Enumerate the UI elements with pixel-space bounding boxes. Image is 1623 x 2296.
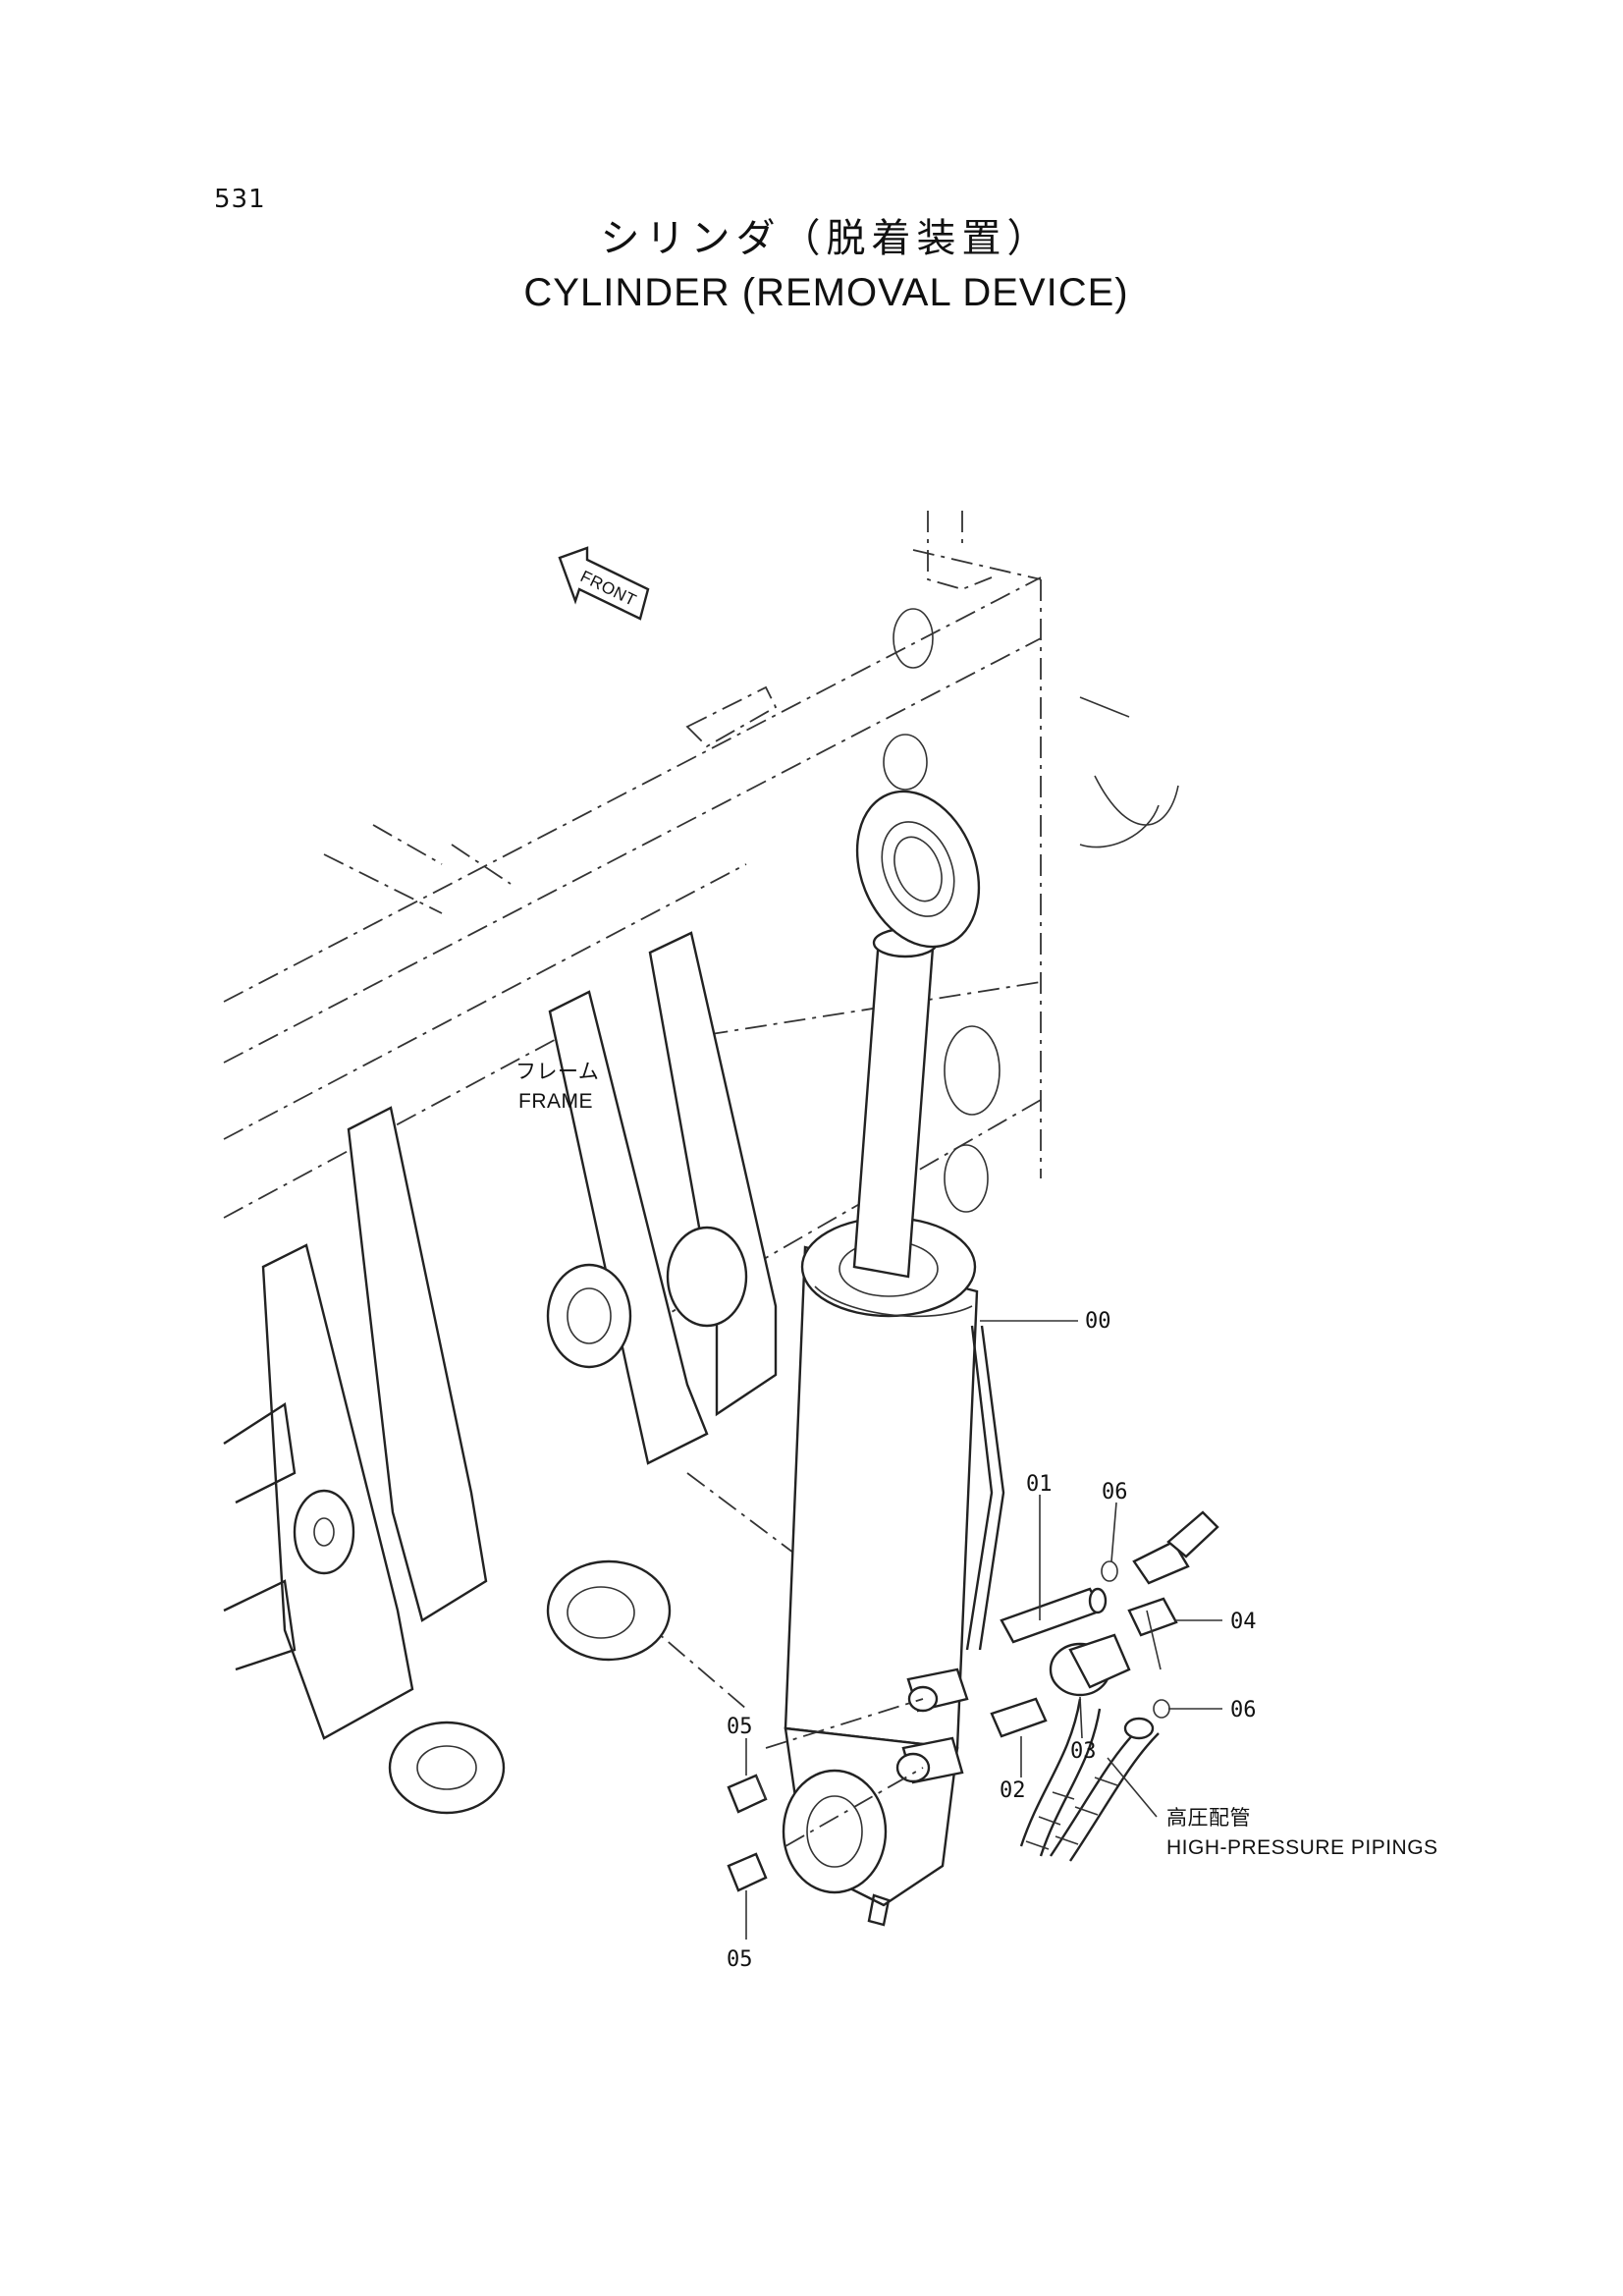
part-02-adapter xyxy=(990,1697,1048,1738)
piston-rod xyxy=(852,790,981,1279)
callout-01: 01 xyxy=(1026,1472,1053,1497)
frame-label-jp: フレーム xyxy=(515,1061,599,1083)
part-04-fitting xyxy=(1127,1510,1219,1637)
front-arrow-icon: FRONT xyxy=(558,546,650,621)
piping-label-en: HIGH-PRESSURE PIPINGS xyxy=(1166,1836,1438,1859)
callout-leader-lines xyxy=(745,1320,1222,1940)
frame-bracket-plates xyxy=(223,931,778,1740)
piping-label-jp: 高圧配管 xyxy=(1166,1807,1251,1830)
callout-05-lower: 05 xyxy=(727,1947,753,1972)
cylinder-side-pipe xyxy=(965,1325,1005,1651)
cylinder-ports xyxy=(765,1667,969,1847)
frame-phantom-outline xyxy=(223,511,1179,1710)
pin-bushings xyxy=(388,1559,672,1815)
callout-06-upper: 06 xyxy=(1102,1480,1128,1504)
callout-06-lower: 06 xyxy=(1230,1698,1257,1722)
callout-05-upper: 05 xyxy=(727,1715,753,1739)
callout-02: 02 xyxy=(1000,1778,1026,1803)
title-japanese: シリンダ（脱着装置） xyxy=(600,216,1053,261)
part-03-coupling xyxy=(1049,1633,1131,1697)
frame-label-en: FRAME xyxy=(518,1090,593,1113)
callout-04: 04 xyxy=(1230,1610,1257,1634)
part-05-plugs xyxy=(727,1774,768,1892)
callout-00: 00 xyxy=(1085,1309,1111,1334)
page-title: シリンダ（脱着装置） CYLINDER (REMOVAL DEVICE) xyxy=(0,206,1623,315)
cylinder-tube xyxy=(784,1216,979,1750)
page-number: 531 xyxy=(214,185,266,214)
part-01-adapter xyxy=(1000,1587,1108,1644)
title-english: CYLINDER (REMOVAL DEVICE) xyxy=(523,271,1129,314)
callout-03: 03 xyxy=(1070,1739,1097,1764)
high-pressure-hoses xyxy=(1019,1698,1160,1862)
